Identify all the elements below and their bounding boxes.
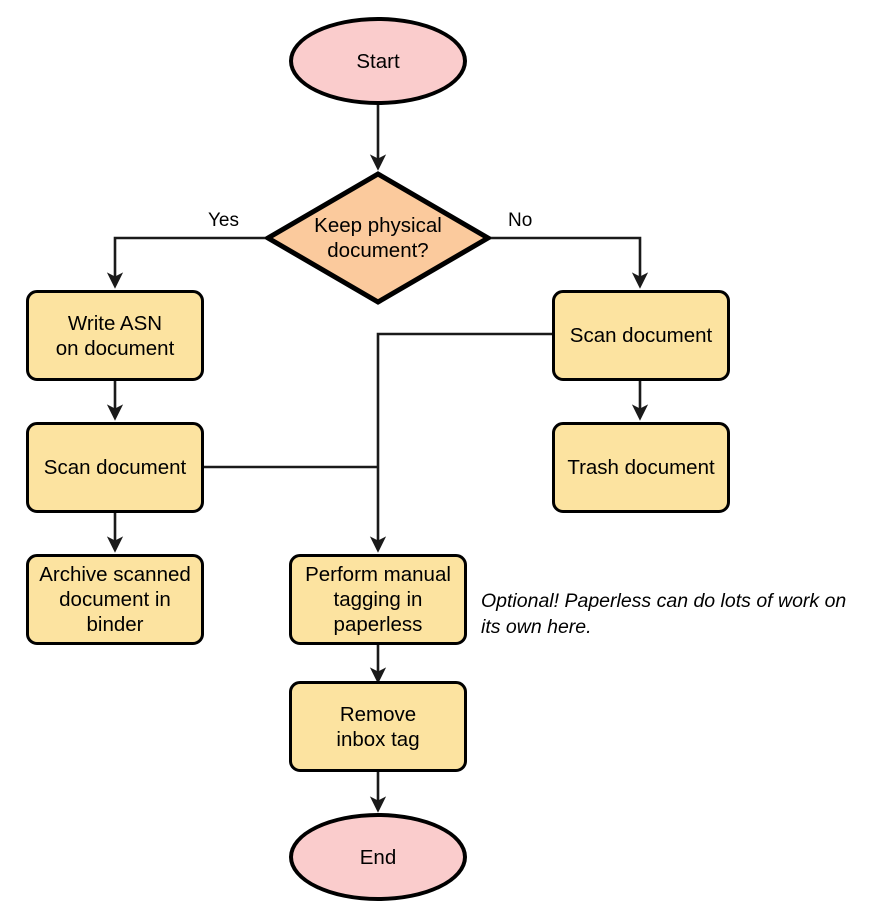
annotation-optional-note: Optional! Paperless can do lots of work … [481, 590, 847, 639]
node-remove-inbox-tag-label: Remove inbox tag [336, 702, 420, 751]
node-end-label: End [359, 845, 397, 869]
node-start-label: Start [356, 49, 400, 73]
node-end[interactable]: End [289, 813, 467, 901]
node-trash-document[interactable]: Trash document [552, 422, 730, 513]
diamond-shape-icon [265, 171, 491, 305]
node-remove-inbox-tag[interactable]: Remove inbox tag [289, 681, 467, 772]
node-manual-tagging-label: Perform manual tagging in paperless [305, 563, 451, 636]
node-trash-document-label: Trash document [567, 456, 715, 479]
edge-decision-no-to-scan-right [490, 236, 649, 289]
node-archive-binder[interactable]: Archive scanned document in binder [26, 554, 204, 645]
node-scan-document-right-label: Scan document [569, 324, 713, 347]
node-write-asn[interactable]: Write ASN on document [26, 290, 204, 381]
node-scan-document-right[interactable]: Scan document [552, 290, 730, 381]
node-decision[interactable]: Keep physical document? [265, 171, 491, 305]
node-start[interactable]: Start [289, 17, 467, 105]
edge-label-yes: Yes [208, 210, 239, 231]
node-write-asn-label: Write ASN on document [55, 311, 175, 360]
edge-decision-yes-to-write-asn [106, 236, 265, 289]
node-archive-binder-label: Archive scanned document in binder [39, 563, 191, 636]
edge-scan-right-to-tagging [369, 332, 552, 553]
node-scan-document-left[interactable]: Scan document [26, 422, 204, 513]
node-decision-label: Keep physical document? [314, 214, 442, 262]
node-manual-tagging[interactable]: Perform manual tagging in paperless [289, 554, 467, 645]
edge-label-no: No [508, 210, 533, 231]
node-scan-document-left-label: Scan document [43, 456, 187, 479]
